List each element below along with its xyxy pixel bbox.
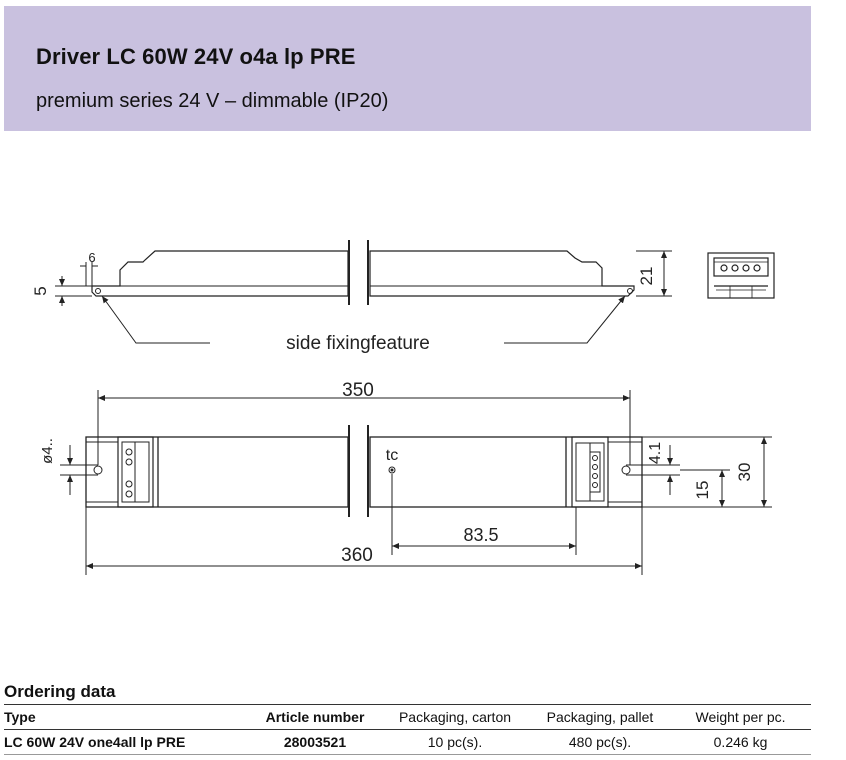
cell-article-number: 28003521 bbox=[250, 729, 380, 755]
dim-83-5-label: 83.5 bbox=[463, 525, 498, 545]
top-view bbox=[60, 390, 772, 575]
header-type: Type bbox=[4, 705, 250, 730]
ordering-title: Ordering data bbox=[4, 680, 811, 705]
dim-360-label: 360 bbox=[341, 545, 373, 566]
table-row: LC 60W 24V one4all lp PRE 28003521 10 pc… bbox=[4, 729, 811, 755]
side-view bbox=[55, 240, 672, 344]
cell-packaging-pallet: 480 pc(s). bbox=[530, 729, 670, 755]
dim-phi4-label: ø4.. bbox=[39, 438, 56, 464]
dim-4-1-label: 4.1 bbox=[647, 442, 664, 464]
page-subtitle: premium series 24 V – dimmable (IP20) bbox=[36, 90, 389, 112]
header-weight: Weight per pc. bbox=[670, 705, 811, 730]
technical-drawing: 5 6 21 side fixingfeature bbox=[31, 240, 775, 575]
end-view bbox=[707, 252, 775, 299]
dim-21-label: 21 bbox=[637, 267, 656, 286]
side-fixing-label: side fixingfeature bbox=[286, 333, 430, 354]
tc-label: tc bbox=[386, 447, 398, 464]
cell-weight: 0.246 kg bbox=[670, 729, 811, 755]
dim-6-label: 6 bbox=[88, 250, 95, 265]
ordering-table: Type Article number Packaging, carton Pa… bbox=[4, 705, 811, 755]
cell-packaging-carton: 10 pc(s). bbox=[380, 729, 530, 755]
dim-5-label: 5 bbox=[31, 286, 50, 295]
header-banner: Driver LC 60W 24V o4a lp PRE premium ser… bbox=[4, 6, 811, 131]
header-article-number: Article number bbox=[250, 705, 380, 730]
dim-30-label: 30 bbox=[735, 463, 754, 482]
ordering-data-section: Ordering data Type Article number Packag… bbox=[4, 680, 811, 755]
header-packaging-pallet: Packaging, pallet bbox=[530, 705, 670, 730]
page-title: Driver LC 60W 24V o4a lp PRE bbox=[36, 44, 356, 69]
dim-15-label: 15 bbox=[693, 481, 712, 500]
dim-350-label: 350 bbox=[342, 380, 374, 401]
cell-type: LC 60W 24V one4all lp PRE bbox=[4, 729, 250, 755]
header-packaging-carton: Packaging, carton bbox=[380, 705, 530, 730]
ordering-table-header: Type Article number Packaging, carton Pa… bbox=[4, 705, 811, 730]
